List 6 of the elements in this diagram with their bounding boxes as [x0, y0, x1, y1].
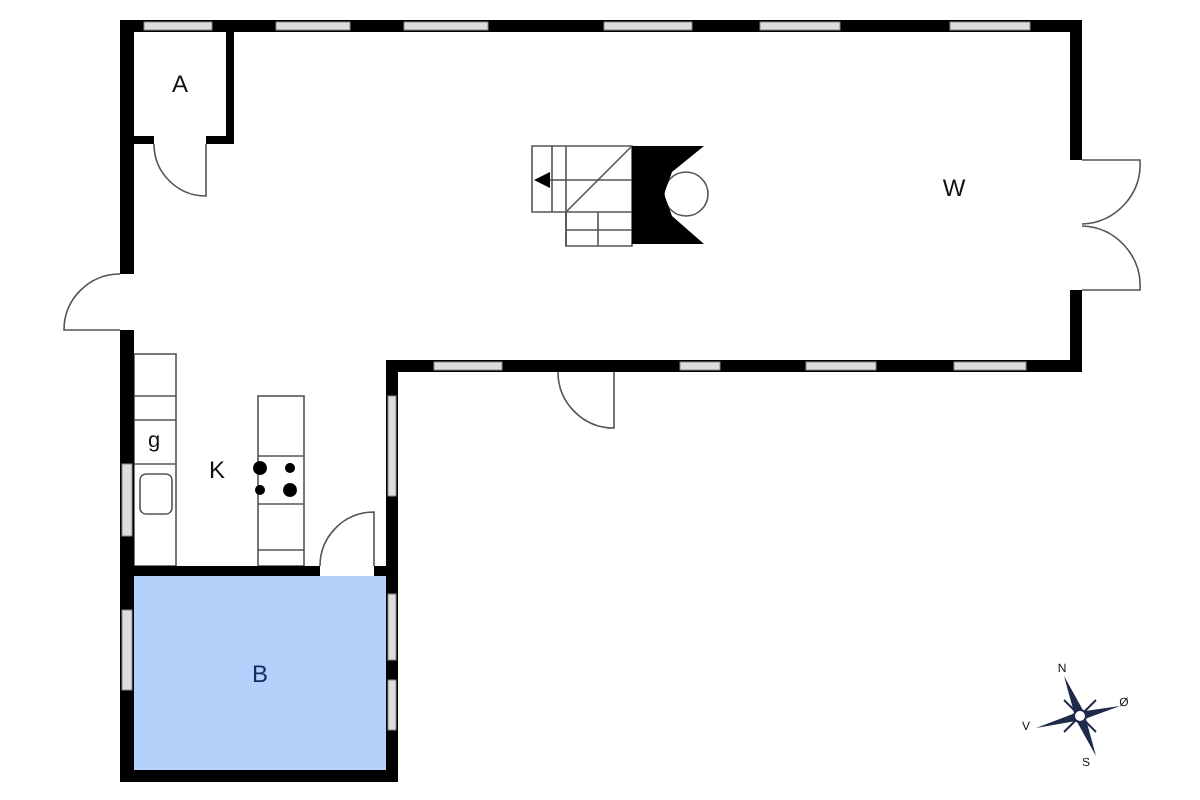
room-label: A — [171, 72, 188, 96]
room-label: B — [251, 661, 268, 685]
appliance-label: g — [147, 431, 161, 453]
bathroom-area — [134, 576, 386, 770]
room-label: K — [208, 457, 225, 481]
room-label: W — [942, 176, 966, 200]
